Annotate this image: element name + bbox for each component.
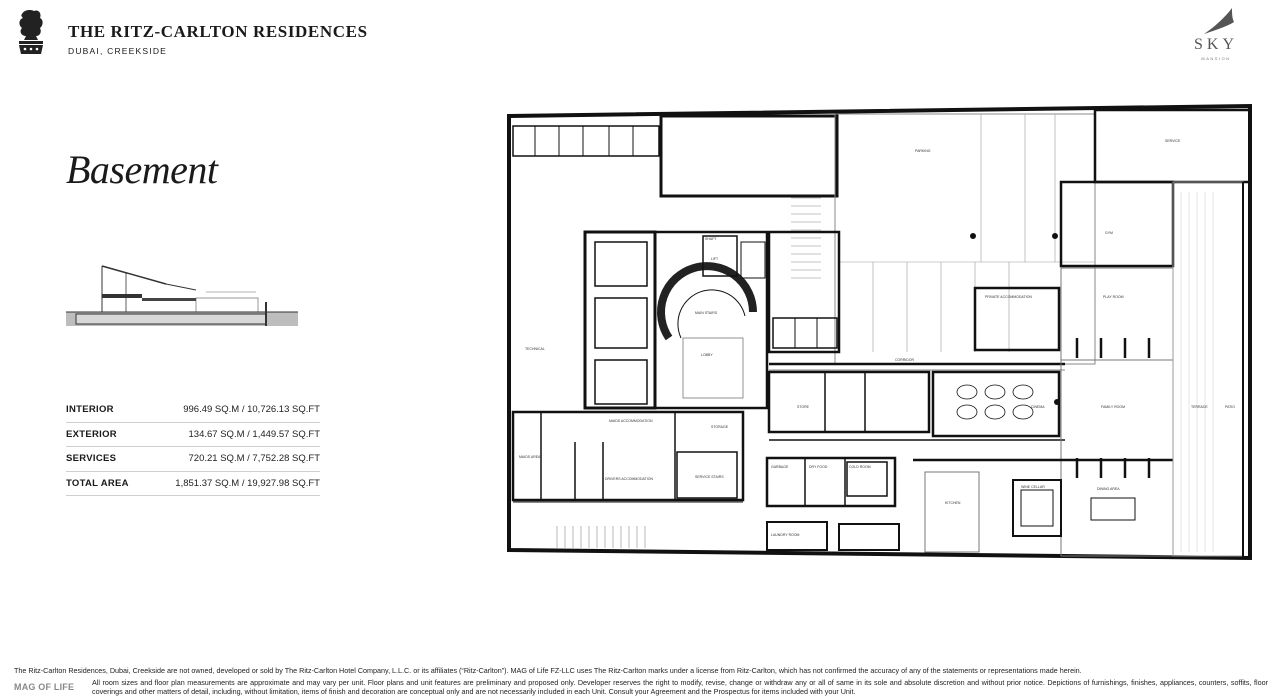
sky-logo-subword: MANSION (1201, 56, 1231, 61)
room-label: GYM (1105, 231, 1113, 235)
room-label: DRIVERS ACCOMMODATION (605, 477, 653, 481)
room-label: PATIO (1225, 405, 1235, 409)
disclaimer-line-2: All room sizes and floor plan measuremen… (92, 678, 1268, 697)
sail-icon (1204, 8, 1234, 34)
room-label: SERVICE (1165, 139, 1181, 143)
room-label: SHAFT (705, 237, 717, 241)
room-label: PRIVATE ACCOMMODATION (985, 295, 1032, 299)
area-value: 720.21 SQ.M / 7,752.28 SQ.FT (188, 453, 320, 465)
area-label: INTERIOR (66, 404, 114, 416)
area-value: 134.67 SQ.M / 1,449.57 SQ.FT (188, 428, 320, 440)
lion-crown-icon (19, 10, 43, 54)
area-value: 1,851.37 SQ.M / 19,927.98 SQ.FT (175, 477, 320, 489)
room-label: WINE CELLAR (1021, 485, 1045, 489)
disclaimer-text-1: The Ritz-Carlton Residences, Dubai, Cree… (14, 666, 1082, 675)
room-label: CINEMA (1031, 405, 1045, 409)
area-label: SERVICES (66, 453, 117, 465)
room-label: MAIN STAIRS (695, 311, 718, 315)
room-label: DRY FOOD (809, 465, 828, 469)
area-label: EXTERIOR (66, 428, 117, 440)
sky-mansion-logo: SKY MANSION (1186, 6, 1246, 61)
room-label: GARBAGE (771, 465, 789, 469)
room-label: PARKING (915, 149, 931, 153)
area-row-exterior: EXTERIOR 134.67 SQ.M / 1,449.57 SQ.FT (66, 423, 320, 447)
room-label: LAUNDRY ROOM (771, 533, 800, 537)
room-label: FAMILY ROOM (1101, 405, 1125, 409)
room-label: LIFT (711, 257, 719, 261)
area-row-interior: INTERIOR 996.49 SQ.M / 10,726.13 SQ.FT (66, 398, 320, 423)
area-table: INTERIOR 996.49 SQ.M / 10,726.13 SQ.FT E… (66, 398, 320, 496)
room-label: KITCHEN (945, 501, 961, 505)
room-label: CORRIDOR (895, 358, 915, 362)
room-label: TECHNICAL (525, 347, 545, 351)
section-key-diagram (66, 265, 298, 326)
area-label: TOTAL AREA (66, 477, 129, 489)
brand-title: THE RITZ-CARLTON RESIDENCES (68, 22, 368, 41)
room-label: LOBBY (701, 353, 713, 357)
mag-of-life-logo: MAG OF LIFE (14, 682, 75, 692)
brand-subtitle: DUBAI, CREEKSIDE (68, 46, 168, 56)
area-row-total: TOTAL AREA 1,851.37 SQ.M / 19,927.98 SQ.… (66, 472, 320, 496)
area-value: 996.49 SQ.M / 10,726.13 SQ.FT (183, 404, 320, 416)
room-label: TERRACE (1191, 405, 1208, 409)
floor-title: Basement (66, 147, 218, 192)
room-label: STORAGE (711, 425, 729, 429)
room-label: PLAY ROOM (1103, 295, 1124, 299)
room-label: STORE (797, 405, 810, 409)
room-label: MAIDS AREA (519, 455, 541, 459)
room-label: MAIDS ACCOMMODATION (609, 419, 653, 423)
area-row-services: SERVICES 720.21 SQ.M / 7,752.28 SQ.FT (66, 447, 320, 472)
basement-floor-plan: TECHNICAL PARKING SERVICE GYM PLAY ROOM … (507, 103, 1252, 561)
room-label: DINING AREA (1097, 487, 1120, 491)
room-label: COLD ROOM (849, 465, 871, 469)
sky-logo-word: SKY (1193, 36, 1238, 53)
room-label: SERVICE STAIRS (695, 475, 724, 479)
disclaimer-line-1: The Ritz-Carlton Residences, Dubai, Cree… (14, 666, 1270, 675)
